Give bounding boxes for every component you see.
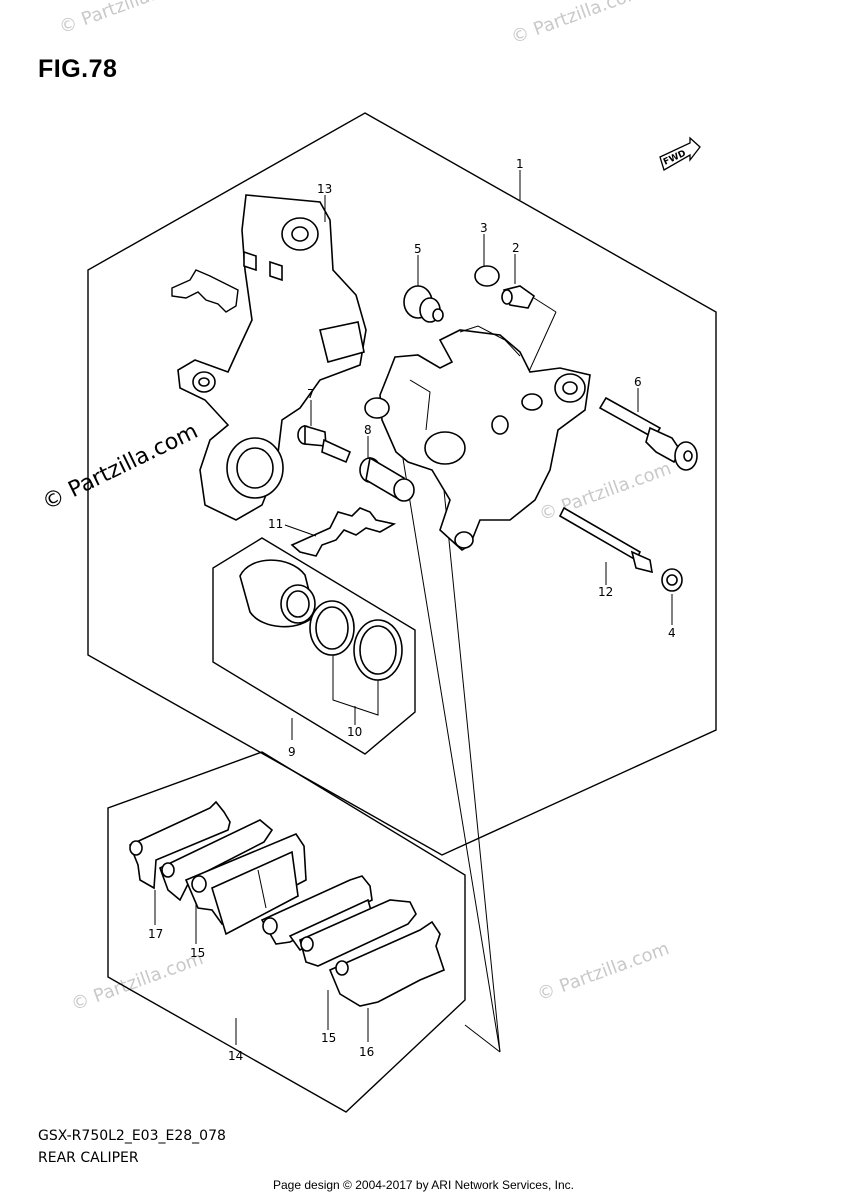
- piston-kit-outline: [212, 537, 416, 755]
- callout-11: 11: [268, 517, 283, 531]
- bleeder-valve-part-2: [501, 285, 536, 309]
- callout-15-left: 15: [190, 946, 205, 960]
- callout-17: 17: [148, 927, 163, 941]
- sleeve-part-8: [359, 456, 415, 502]
- callout-10: 10: [347, 725, 362, 739]
- callout-7: 7: [307, 387, 315, 401]
- bleeder-cap-part-3: [474, 265, 500, 287]
- caliper-assembly-outline: [87, 112, 717, 856]
- callout-16: 16: [359, 1045, 374, 1059]
- page-footer: Page design © 2004-2017 by ARI Network S…: [272, 1178, 574, 1192]
- caliper-body: [364, 325, 591, 551]
- pad-spring-clip: [171, 269, 239, 313]
- fwd-arrow-icon: FWD: [659, 136, 701, 171]
- callout-13: 13: [317, 182, 332, 196]
- piston-part-9: [239, 559, 403, 681]
- screw-part-7: [297, 424, 352, 464]
- pad-spring-part-11: [290, 507, 397, 557]
- callout-5: 5: [414, 242, 422, 256]
- brake-pads-group: [128, 800, 445, 1007]
- caliper-bracket-part-13: [177, 194, 367, 521]
- callout-12: 12: [598, 585, 613, 599]
- boot-part-5: [403, 285, 444, 323]
- callout-2: 2: [512, 241, 520, 255]
- callout-6: 6: [634, 375, 642, 389]
- slide-pin-part-6: [598, 396, 698, 471]
- callout-15-right: 15: [321, 1031, 336, 1045]
- section-title: REAR CALIPER: [38, 1150, 139, 1166]
- callout-4: 4: [668, 626, 676, 640]
- callout-3: 3: [480, 221, 488, 235]
- pin-plug-part-4: [661, 568, 683, 592]
- model-code: GSX-R750L2_E03_E28_078: [38, 1128, 226, 1144]
- callout-14: 14: [228, 1049, 243, 1063]
- pad-pin-part-12: [558, 506, 653, 574]
- callout-8: 8: [364, 423, 372, 437]
- callout-9: 9: [288, 745, 296, 759]
- callout-1: 1: [516, 157, 524, 171]
- figure-title: FIG.78: [38, 55, 118, 83]
- leader-lines: [154, 170, 673, 1045]
- pad-set-outline: [107, 751, 466, 1113]
